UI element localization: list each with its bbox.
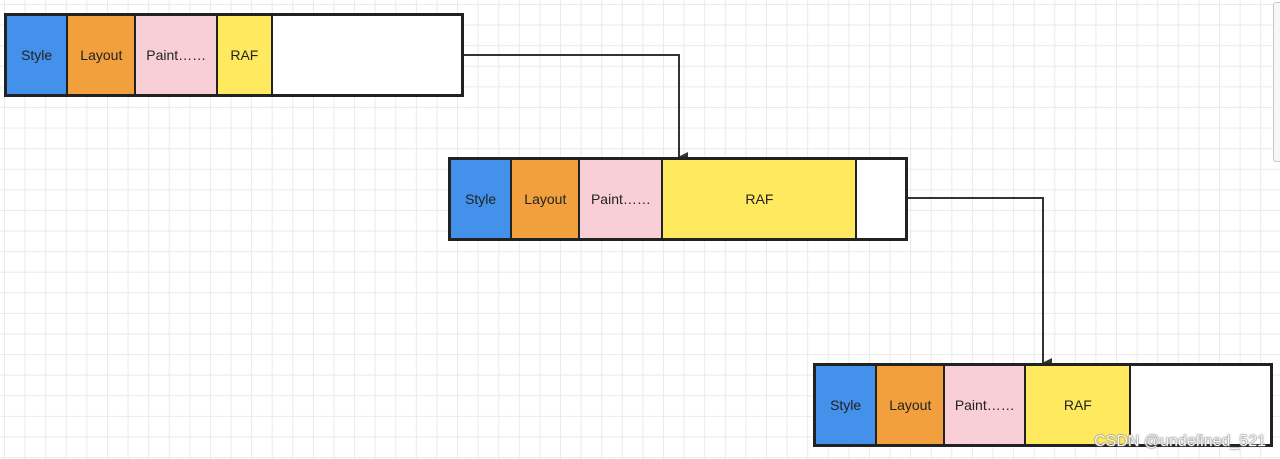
frame-3: Style Layout Paint…… RAF: [813, 363, 1273, 447]
segment-label: Layout: [80, 47, 123, 63]
segment-idle: [272, 16, 461, 94]
segment-idle: [857, 160, 905, 238]
segment-layout: Layout: [512, 160, 581, 238]
watermark: CSDN @undefined_521: [1094, 433, 1266, 450]
segment-layout: Layout: [877, 366, 946, 444]
frame-2: Style Layout Paint…… RAF: [448, 157, 908, 241]
segment-label: Style: [465, 191, 497, 207]
segment-paint: Paint……: [136, 16, 219, 94]
segment-label: RAF: [745, 191, 774, 207]
segment-idle: [1131, 366, 1270, 444]
segment-label: Layout: [524, 191, 567, 207]
segment-paint: Paint……: [945, 366, 1027, 444]
segment-label: Paint……: [146, 47, 207, 63]
frame-1: Style Layout Paint…… RAF: [4, 13, 464, 97]
segment-style: Style: [451, 160, 513, 238]
segment-raf: RAF: [1026, 366, 1132, 444]
segment-style: Style: [7, 16, 69, 94]
segment-label: Paint……: [590, 191, 651, 207]
connector-frame-1-to-2: [464, 54, 688, 162]
segment-raf: RAF: [663, 160, 858, 238]
segment-paint: Paint……: [580, 160, 664, 238]
segment-layout: Layout: [68, 16, 137, 94]
segment-raf: RAF: [218, 16, 273, 94]
segment-label: Style: [21, 47, 53, 63]
scrollbar[interactable]: [1273, 2, 1280, 162]
connector-frame-2-to-3: [908, 197, 1052, 368]
segment-label: Paint……: [954, 397, 1015, 413]
segment-label: Style: [830, 397, 862, 413]
segment-label: RAF: [230, 47, 259, 63]
segment-label: Layout: [889, 397, 932, 413]
segment-style: Style: [816, 366, 878, 444]
segment-label: RAF: [1063, 397, 1092, 413]
